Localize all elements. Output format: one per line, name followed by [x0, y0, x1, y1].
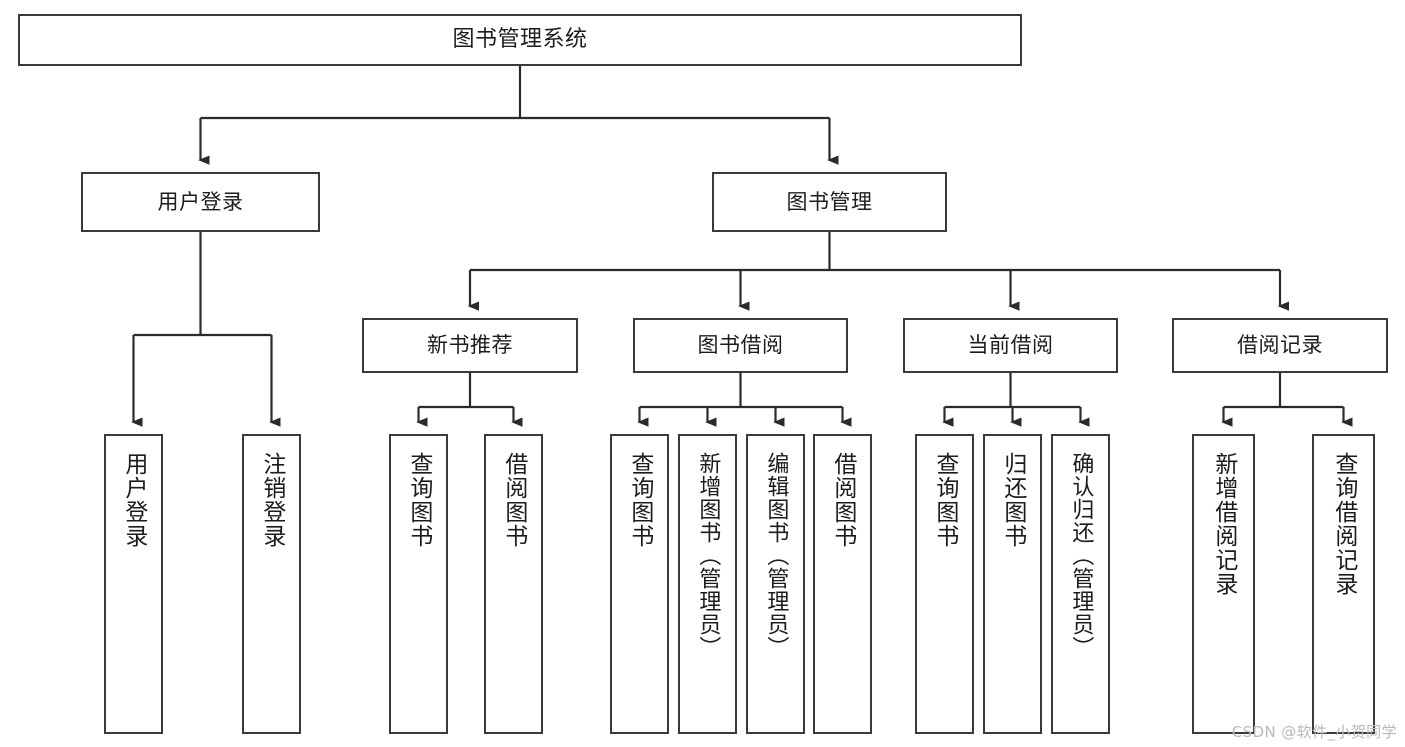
node-book-borrow-label: 图书借阅: [697, 333, 784, 358]
node-leaf-user-logout[interactable]: 注销登录: [242, 434, 301, 734]
node-book-manage-label: 图书管理: [786, 189, 873, 214]
node-leaf-add-record[interactable]: 新增借阅记录: [1192, 434, 1255, 734]
node-current-borrow[interactable]: 当前借阅: [903, 318, 1118, 373]
node-leaf-user-login[interactable]: 用户登录: [104, 434, 163, 734]
node-leaf-user-logout-label: 注销登录: [258, 452, 285, 548]
node-leaf-confirm-return-label: 确认归还（管理员）: [1068, 452, 1094, 659]
node-new-book-rec[interactable]: 新书推荐: [362, 318, 578, 373]
node-leaf-edit-book[interactable]: 编辑图书（管理员）: [746, 434, 805, 734]
node-leaf-query-record-label: 查询借阅记录: [1330, 452, 1357, 596]
node-leaf-return-book[interactable]: 归还图书: [983, 434, 1042, 734]
node-leaf-add-book-label: 新增图书（管理员）: [695, 452, 721, 659]
node-borrow-record[interactable]: 借阅记录: [1172, 318, 1388, 373]
node-leaf-edit-book-label: 编辑图书（管理员）: [763, 452, 789, 659]
node-leaf-add-book[interactable]: 新增图书（管理员）: [678, 434, 737, 734]
node-leaf-query-book-3[interactable]: 查询图书: [915, 434, 974, 734]
node-user-login[interactable]: 用户登录: [81, 172, 320, 232]
node-new-book-rec-label: 新书推荐: [427, 333, 513, 358]
node-leaf-borrow-book-1[interactable]: 借阅图书: [484, 434, 543, 734]
node-leaf-confirm-return[interactable]: 确认归还（管理员）: [1051, 434, 1110, 734]
node-leaf-borrow-book-1-label: 借阅图书: [500, 452, 527, 548]
node-leaf-borrow-book-2[interactable]: 借阅图书: [813, 434, 872, 734]
node-leaf-query-book-1[interactable]: 查询图书: [389, 434, 448, 734]
node-root[interactable]: 图书管理系统: [18, 14, 1022, 66]
node-leaf-add-record-label: 新增借阅记录: [1210, 452, 1237, 596]
node-leaf-query-record[interactable]: 查询借阅记录: [1312, 434, 1375, 734]
node-book-borrow[interactable]: 图书借阅: [633, 318, 848, 373]
node-leaf-query-book-1-label: 查询图书: [405, 452, 432, 548]
node-book-manage[interactable]: 图书管理: [712, 172, 947, 232]
node-current-borrow-label: 当前借阅: [967, 333, 1054, 358]
node-borrow-record-label: 借阅记录: [1237, 333, 1323, 358]
watermark: CSDN @软件_小贺同学: [1231, 723, 1397, 741]
node-leaf-user-login-label: 用户登录: [120, 452, 147, 548]
node-leaf-query-book-2-label: 查询图书: [626, 452, 653, 548]
node-leaf-query-book-3-label: 查询图书: [931, 452, 958, 548]
node-leaf-return-book-label: 归还图书: [999, 452, 1026, 548]
node-leaf-query-book-2[interactable]: 查询图书: [610, 434, 669, 734]
node-user-login-label: 用户登录: [157, 189, 244, 214]
node-leaf-borrow-book-2-label: 借阅图书: [829, 452, 856, 548]
node-root-label: 图书管理系统: [452, 27, 588, 53]
